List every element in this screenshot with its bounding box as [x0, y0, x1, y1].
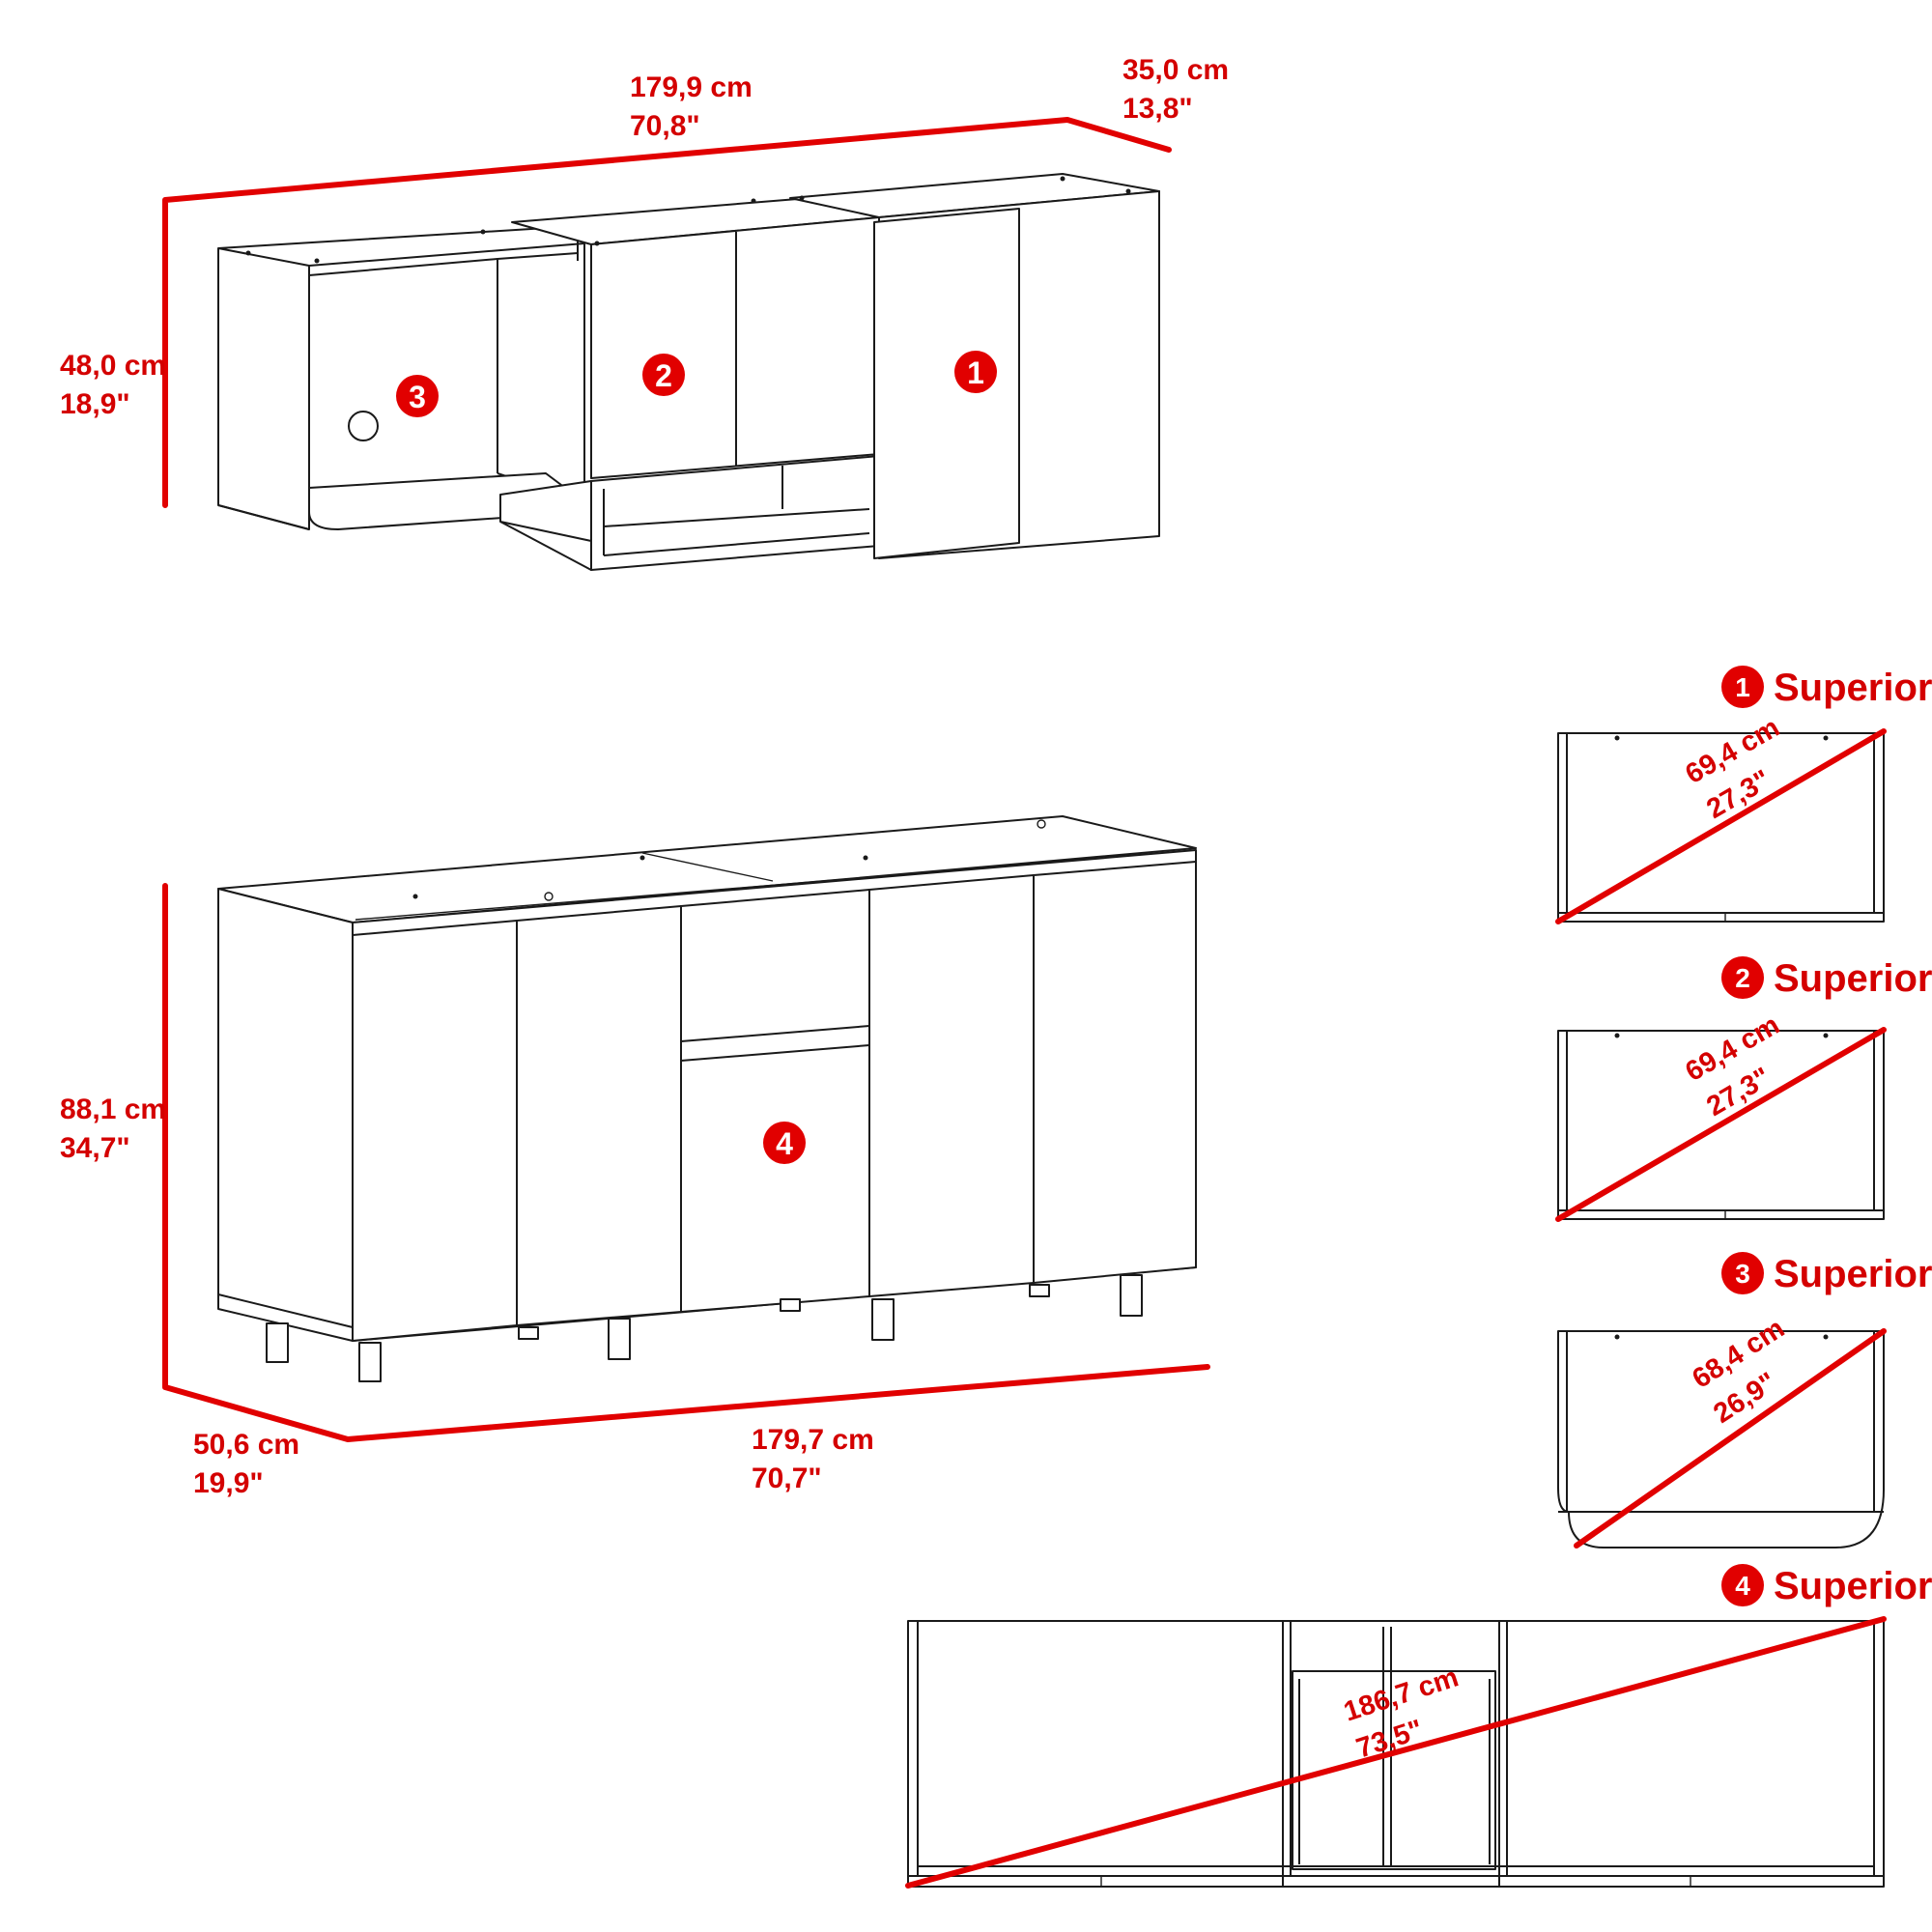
lower-width-in: 70,7": [752, 1463, 822, 1494]
badge-3: 3: [396, 375, 439, 417]
lower-door-1: [352, 920, 518, 1342]
top-view-4-title: Superior: [1774, 1565, 1932, 1607]
svg-text:4: 4: [1735, 1571, 1750, 1601]
top-view-2-title: Superior: [1774, 957, 1932, 1000]
upper-width-cm: 179,9 cm: [630, 71, 753, 103]
top-view-1-diag-cm: 69,4 cm: [1681, 712, 1785, 790]
svg-text:2: 2: [655, 358, 672, 393]
leg: [780, 1298, 801, 1312]
top-view-2-diag-cm: 69,4 cm: [1681, 1009, 1785, 1088]
lower-door-2: [516, 905, 682, 1326]
lower-door-4: [1033, 861, 1197, 1284]
lower-cabinet-drawing: [217, 815, 1197, 1382]
upper-depth-cm: 35,0 cm: [1122, 54, 1229, 86]
svg-text:3: 3: [409, 380, 426, 414]
svg-text:3: 3: [1735, 1259, 1750, 1289]
top-view-3-title: Superior: [1774, 1253, 1932, 1295]
lower-height-cm: 88,1 cm: [60, 1094, 166, 1125]
badge-1: 1: [954, 351, 997, 393]
leg: [1029, 1284, 1050, 1297]
top-view-1: 1 Superior 69,4 cm 27,3": [1555, 666, 1932, 924]
lower-door-3: [868, 874, 1035, 1297]
leg: [608, 1318, 631, 1360]
upper-depth-in: 13,8": [1122, 93, 1193, 125]
lower-depth-cm: 50,6 cm: [193, 1429, 299, 1461]
upper-dimension-lines: [162, 117, 1172, 508]
lower-side: [217, 888, 354, 1342]
lower-depth-in: 19,9": [193, 1467, 264, 1499]
lower-width-cm: 179,7 cm: [752, 1424, 874, 1456]
badge-4: 4: [763, 1122, 806, 1164]
top-view-3: 3 Superior 68,4 cm 26,9": [1557, 1252, 1932, 1548]
top-view-2: 2 Superior 69,4 cm 27,3": [1555, 956, 1932, 1222]
top-view-4: 4 Superior 186,7 cm 73,5": [905, 1564, 1932, 1889]
svg-text:4: 4: [776, 1126, 793, 1161]
leg: [358, 1342, 382, 1382]
leg: [1120, 1274, 1143, 1317]
leg: [871, 1298, 895, 1341]
top-view-1-title: Superior: [1774, 667, 1932, 709]
upper-height-in: 18,9": [60, 388, 130, 420]
leg: [266, 1322, 289, 1363]
cable-hole: [348, 411, 379, 441]
module-1-left-door: [873, 208, 1020, 559]
svg-text:2: 2: [1735, 963, 1750, 993]
upper-cabinet-drawing: [217, 173, 1160, 571]
badge-2: 2: [642, 354, 685, 396]
lower-drawer-column: [680, 889, 870, 1313]
leg: [518, 1326, 539, 1340]
upper-width-in: 70,8": [630, 110, 700, 142]
lower-height-in: 34,7": [60, 1132, 130, 1164]
upper-height-cm: 48,0 cm: [60, 350, 166, 382]
lower-dimension-lines: [162, 883, 1210, 1442]
svg-text:1: 1: [967, 355, 984, 390]
svg-text:1: 1: [1735, 672, 1750, 702]
